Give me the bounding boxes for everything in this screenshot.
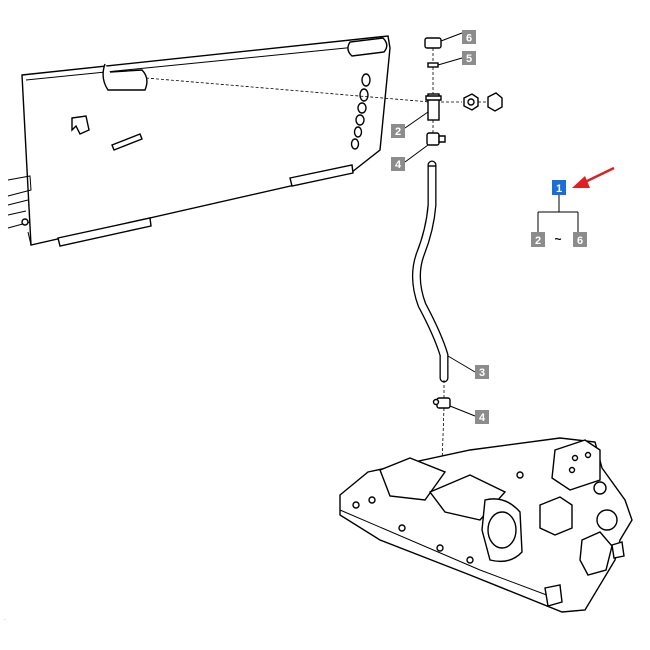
callout-4-top: 4 [391, 157, 405, 171]
callout-4-bottom-label: 4 [479, 412, 486, 424]
tree-range-end-node: 6 [573, 232, 587, 247]
callout-3: 3 [475, 365, 489, 379]
callout-4-bottom: 4 [475, 410, 489, 424]
callout-3-label: 3 [479, 367, 485, 379]
leader-lines [404, 32, 476, 417]
corner-mark: . [4, 616, 6, 622]
callout-5-label: 5 [466, 53, 472, 65]
callout-6: 6 [462, 30, 476, 45]
tree-parent-node[interactable]: 1 [552, 180, 566, 195]
side-panel [7, 35, 391, 247]
tree-parent-label: 1 [556, 183, 562, 195]
selection-arrow-icon [572, 166, 615, 188]
tree-range-end-label: 6 [577, 235, 583, 247]
housing [339, 437, 633, 613]
callout-4-top-label: 4 [395, 159, 402, 171]
callout-5: 5 [462, 51, 476, 65]
fitting-stack [145, 37, 503, 146]
assembly-tree: 1 2 ~ 6 [531, 166, 615, 247]
tree-range-start-label: 2 [535, 235, 541, 247]
tree-range-start-node: 2 [531, 232, 545, 247]
tree-range-separator: ~ [554, 232, 561, 246]
callout-6-label: 6 [466, 33, 472, 45]
callout-2-label: 2 [395, 126, 401, 138]
callout-2: 2 [391, 124, 405, 138]
